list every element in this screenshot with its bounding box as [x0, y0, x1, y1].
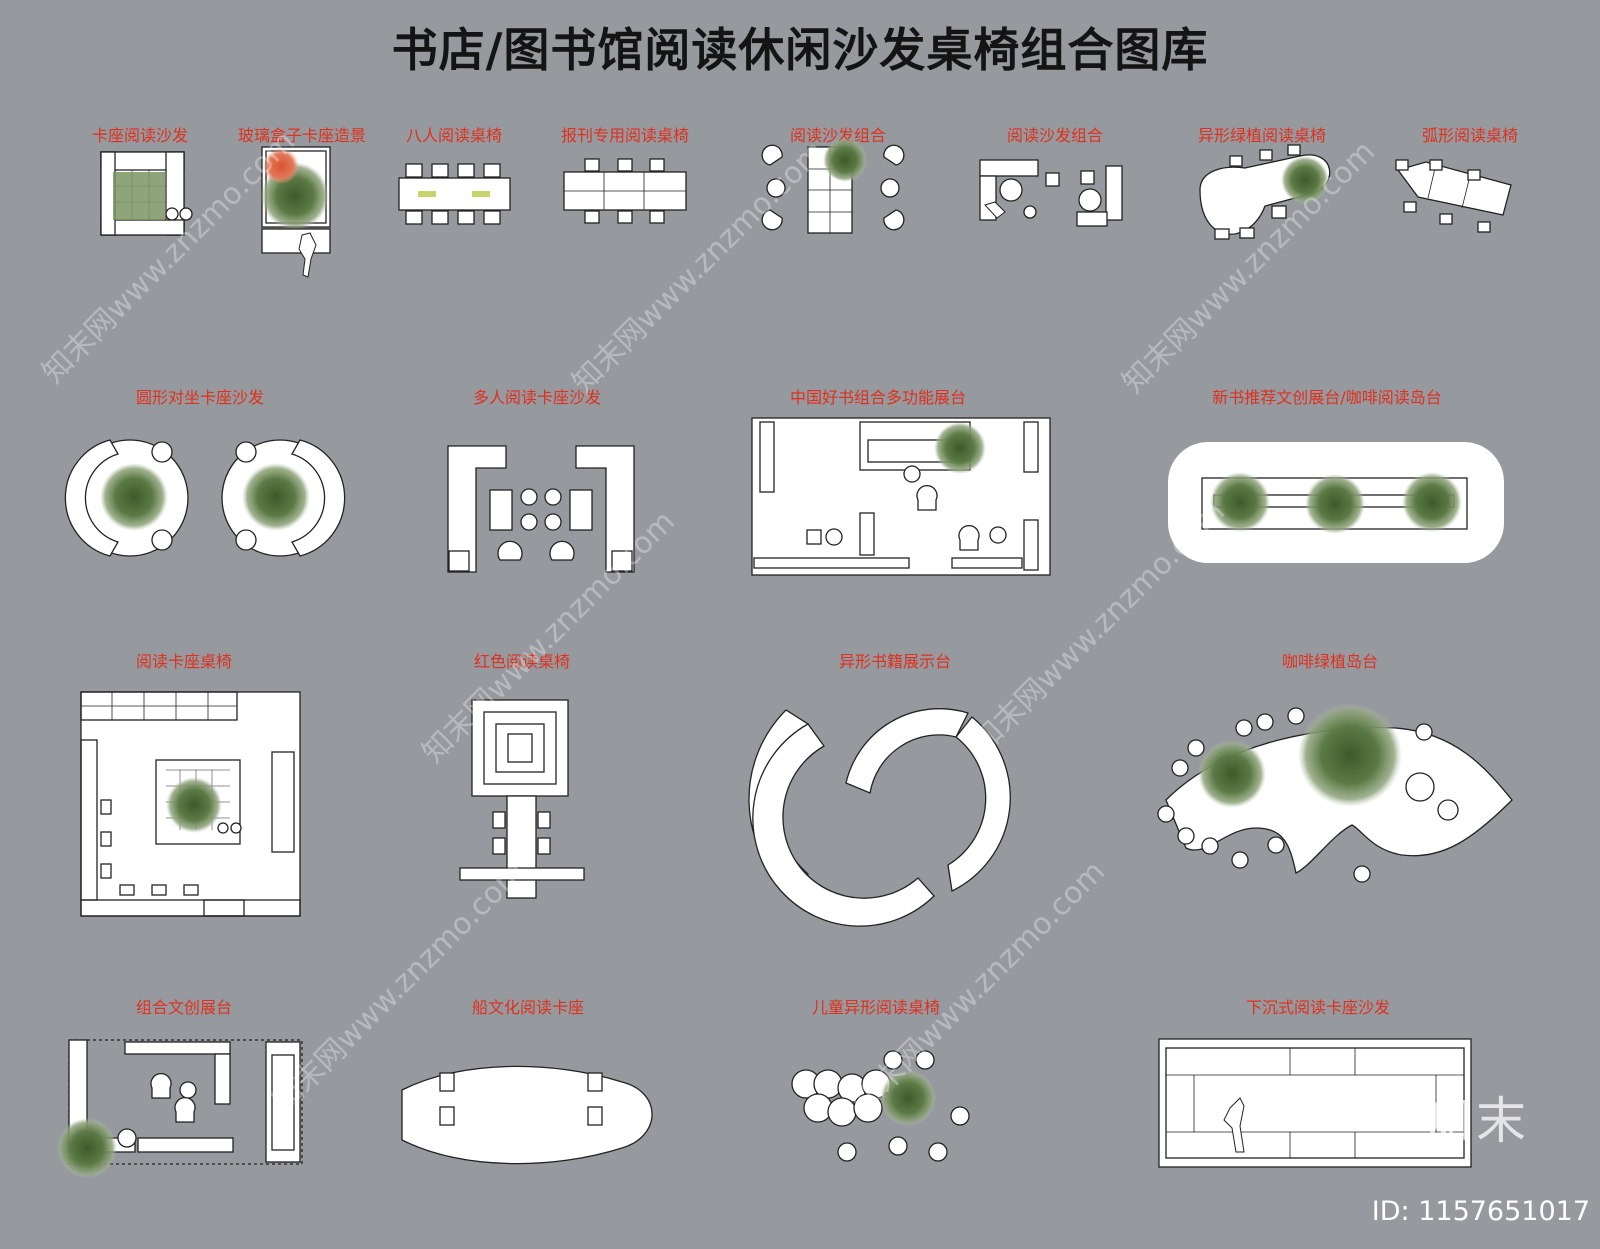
plan-eight-seat-table: [398, 163, 511, 225]
plan-newspaper-table: [563, 158, 687, 224]
plan-coffee-plant-island: [1157, 703, 1513, 883]
item-label-7: 异形绿植阅读桌椅: [1197, 126, 1327, 145]
item-label-18: 船文化阅读卡座: [471, 998, 585, 1017]
plan-sofa-combo-b: [979, 159, 1123, 227]
item-label-10: 多人阅读卡座沙发: [472, 388, 602, 407]
plan-booth-sofa: [100, 151, 193, 236]
item-label-11: 中国好书组合多功能展台: [789, 388, 967, 407]
page-title: 书店/图书馆阅读休闲沙发桌椅组合图库: [391, 23, 1209, 77]
item-label-8: 弧形阅读桌椅: [1421, 126, 1519, 145]
plan-coffee-island: [1168, 442, 1504, 563]
plan-booth-table-room: [80, 691, 301, 917]
plan-boat-booth: [401, 1065, 653, 1165]
plan-cultural-stand: [57, 1039, 303, 1178]
plan-glass-box: [261, 146, 331, 278]
item-label-2: 玻璃盒子卡座造景: [237, 126, 367, 145]
plan-arc-table: [1395, 159, 1512, 233]
item-label-15: 异形书籍展示台: [838, 652, 952, 671]
item-label-13: 阅读卡座桌椅: [135, 652, 233, 671]
item-label-6: 阅读沙发组合: [1006, 126, 1104, 145]
plan-sofa-combo-a: [761, 138, 905, 234]
item-label-19: 儿童异形阅读桌椅: [811, 998, 941, 1017]
plan-sunken-booth-sofa: [1158, 1038, 1472, 1168]
item-label-1: 卡座阅读沙发: [91, 126, 189, 145]
item-label-16: 咖啡绿植岛台: [1281, 652, 1379, 671]
item-label-5: 阅读沙发组合: [789, 126, 887, 145]
plan-red-table: [459, 699, 585, 899]
item-label-3: 八人阅读桌椅: [405, 126, 503, 145]
image-id: ID: 1157651017: [1371, 1196, 1590, 1227]
item-label-9: 圆形对坐卡座沙发: [135, 388, 265, 407]
item-label-14: 红色阅读桌椅: [473, 652, 571, 671]
item-label-4: 报刊专用阅读桌椅: [560, 126, 690, 145]
item-label-20: 下沉式阅读卡座沙发: [1245, 998, 1391, 1017]
item-label-17: 组合文创展台: [135, 998, 233, 1017]
plan-multi-function-stand: [751, 417, 1051, 576]
plan-round-booth-sofa: [64, 439, 346, 557]
plan-shaped-book-display: [748, 708, 1011, 927]
brand-logo-text: 知末: [1422, 1092, 1530, 1150]
item-label-12: 新书推荐文创展台/咖啡阅读岛台: [1212, 388, 1442, 407]
plan-shaped-plant-table: [1199, 144, 1331, 240]
plan-kids-table: [791, 1050, 970, 1162]
plan-multi-booth-sofa: [447, 445, 635, 573]
